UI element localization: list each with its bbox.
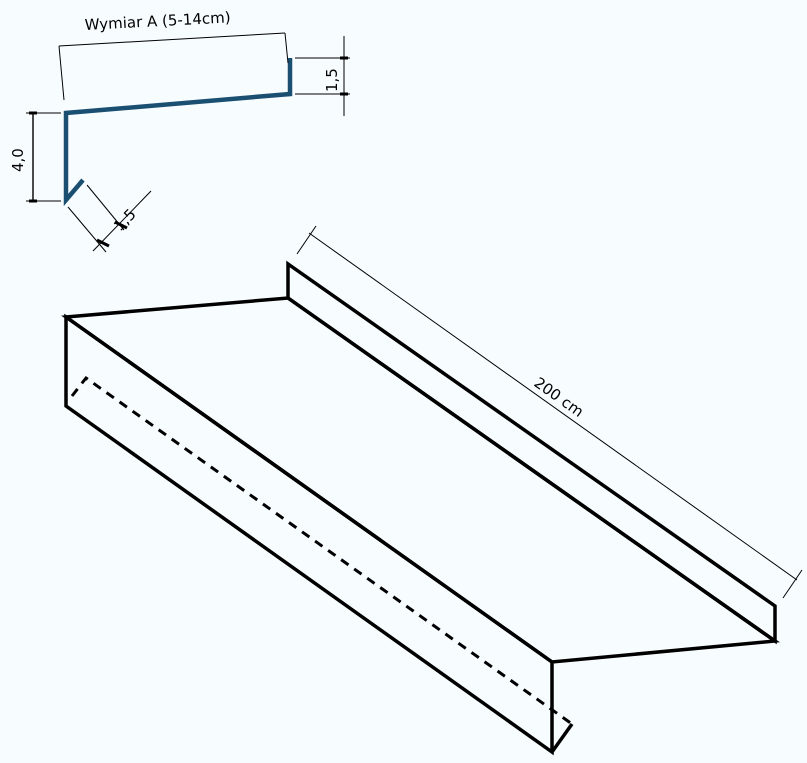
dimension-a-label: Wymiar A (5-14cm) <box>84 8 231 34</box>
dimension-top-flange: 1,5 <box>295 36 350 116</box>
top-flange-label: 1,5 <box>323 68 341 92</box>
sill-isometric <box>61 260 780 756</box>
dimension-length: 200 cm <box>296 225 803 599</box>
dimension-a: Wymiar A (5-14cm) <box>58 8 289 101</box>
sill-hidden-edge <box>70 375 573 726</box>
dimension-bottom-flange: 1,5 <box>67 184 152 253</box>
profile-cross-section: Wymiar A (5-14cm) 1,5 4,0 1,5 <box>9 8 350 253</box>
side-height-label: 4,0 <box>9 148 27 172</box>
sill-front-face <box>64 313 554 756</box>
profile-outline <box>63 58 293 207</box>
sill-back-upstand <box>286 260 777 645</box>
dimension-side-height: 4,0 <box>9 111 61 203</box>
sill-bottom-drip <box>550 722 574 754</box>
bottom-flange-label: 1,5 <box>110 205 140 235</box>
